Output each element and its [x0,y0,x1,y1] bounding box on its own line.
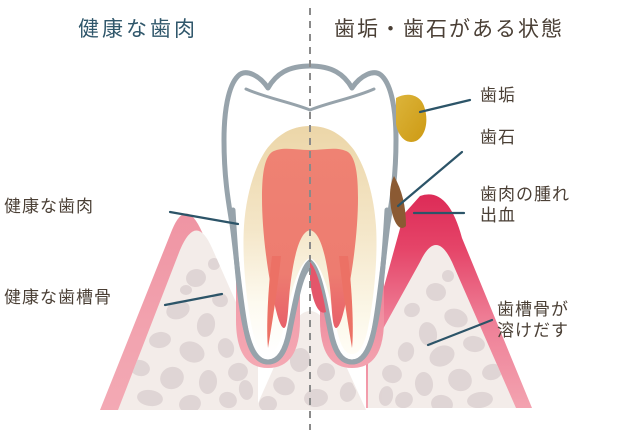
leader-tartar [396,150,464,208]
alveolar-bone-right [368,245,516,408]
root-outline-left [230,207,313,365]
label-gum-swelling-bleeding: 歯肉の腫れ 出血 [480,185,570,227]
label-plaque: 歯垢 [480,86,516,106]
title-healthy-side: 健康な歯肉 [78,17,198,41]
label-healthy-alveolar-bone: 健康な歯槽骨 [4,288,112,308]
root-outline-right [307,207,390,365]
inflamed-interdental-pocket [310,262,326,313]
bone-trabeculae-right [378,270,502,408]
label-healthy-gum: 健康な歯肉 [4,197,94,217]
bone-trabeculae-middle [259,348,357,410]
occlusal-fissure [244,87,376,112]
bone-trabeculae-left [130,258,254,410]
leader-bone-dissolving [426,318,494,347]
plaque-deposit [396,94,427,142]
title-diseased-side: 歯垢・歯石がある状態 [334,17,564,41]
leader-healthy-bone [163,292,224,307]
leader-lines [163,98,494,347]
leader-healthy-gum [168,210,240,226]
label-bone-dissolving: 歯槽骨が 溶けだす [497,300,569,342]
leader-plaque [418,98,472,114]
alveolar-bone-left [118,230,258,410]
root-canals [267,256,353,348]
tartar-deposit [390,176,406,228]
label-tartar: 歯石 [480,128,516,148]
